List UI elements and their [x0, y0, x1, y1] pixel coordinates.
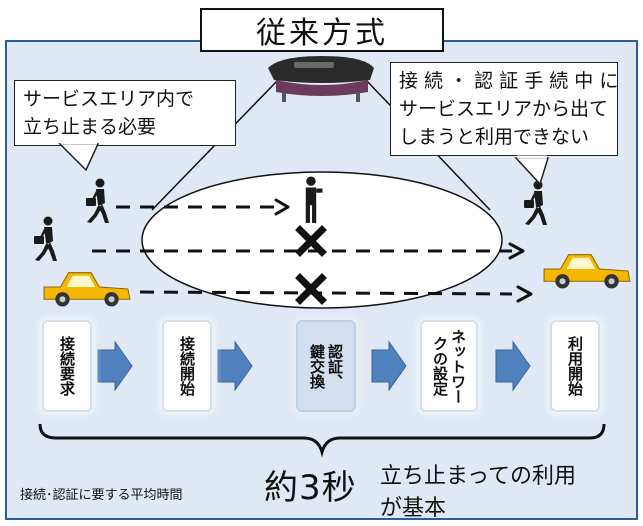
right-arrow-icon: [371, 340, 407, 392]
bracket: [38, 423, 606, 458]
callout-right: 接 続 ・ 認 証 手 続 中 に サービスエリアから出て しまうと利用できない: [390, 62, 618, 156]
right-arrow-icon: [97, 340, 133, 392]
right-arrow-icon: [495, 340, 531, 392]
step-start-use: 利用開始: [550, 320, 600, 412]
right-arrow-icon: [217, 340, 253, 392]
callout-left: サービスエリア内で 立ち止まる必要: [14, 80, 236, 146]
right-arrow-icon: [516, 285, 533, 303]
access-point-icon: [268, 56, 374, 102]
right-arrow-icon: [274, 198, 290, 216]
callout-right-line: しまうと利用できない: [399, 126, 590, 148]
x-mark-icon: [295, 273, 327, 305]
usage-note-line2: が基本: [380, 496, 447, 521]
coverage-area: [141, 171, 503, 309]
right-arrow-icon: [508, 242, 525, 260]
x-mark-icon: [295, 225, 327, 257]
callout-right-line: 接 続 ・ 認 証 手 続 中 に: [399, 70, 619, 92]
average-time-label: 接続･認証に要する平均時間: [20, 488, 183, 503]
callout-right-line: サービスエリアから出て: [399, 98, 609, 120]
step-auth-key-exchange: 認証、 鍵交換: [296, 320, 356, 412]
step-network-setup: ネットワー クの設定: [420, 320, 478, 412]
step-connect-request: 接続要求: [42, 320, 92, 412]
usage-note-line1: 立ち止まっての利用: [380, 464, 577, 489]
title: 従来方式: [200, 8, 444, 52]
step-connect-start: 接続開始: [162, 320, 212, 412]
average-time-value: 約3秒: [264, 468, 357, 508]
callout-left-line: 立ち止まる必要: [23, 116, 157, 138]
callout-left-line: サービスエリア内で: [23, 88, 195, 110]
